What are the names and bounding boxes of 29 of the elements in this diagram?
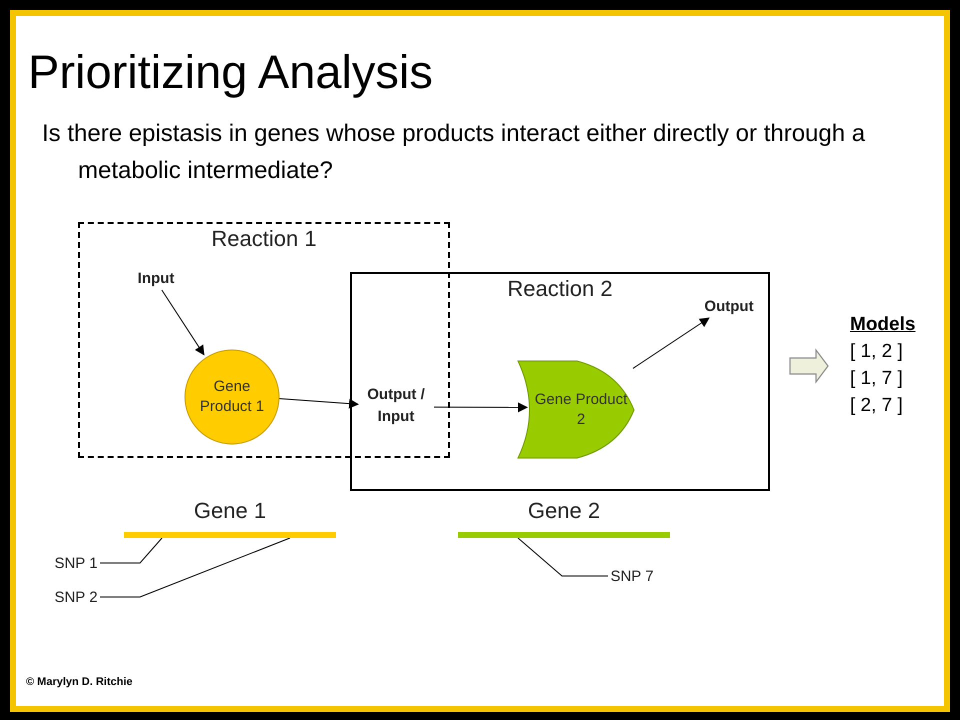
snp-label: SNP 2	[52, 587, 100, 607]
models-heading: Models	[850, 313, 916, 337]
reaction-box	[350, 272, 770, 491]
arrow	[277, 398, 359, 409]
output-label: Output	[692, 296, 766, 320]
slide-title: Prioritizing Analysis	[28, 44, 433, 99]
arrow	[632, 317, 710, 369]
block-arrow	[789, 348, 829, 384]
model-pair: [ 1, 2 ]	[850, 340, 903, 364]
model-pair: [ 1, 7 ]	[850, 367, 903, 391]
arrow	[434, 402, 528, 412]
input-label: Input	[128, 268, 184, 292]
gene-name: Gene 1	[192, 498, 268, 524]
snp-label: SNP 1	[52, 553, 100, 573]
question-text: Is there epistasis in genes whose products interact either directly or through a metabolic intermediate?	[42, 119, 866, 186]
gene-product-text: Gene Product 2	[534, 390, 628, 430]
model-pair: [ 2, 7 ]	[850, 394, 903, 418]
copyright-text: © Marylyn D. Ritchie	[26, 676, 133, 688]
snp-label: SNP 7	[608, 566, 656, 586]
arrow	[161, 290, 204, 356]
reaction-box	[78, 222, 450, 458]
output-input-label: Output / Input	[358, 384, 434, 430]
leader-line	[100, 538, 290, 598]
gene-name: Gene 2	[526, 498, 602, 524]
reaction-title: Reaction 2	[506, 276, 614, 302]
leader-line	[518, 538, 608, 576]
leader-line	[100, 538, 162, 564]
reaction-title: Reaction 1	[210, 226, 318, 252]
gene-product-text: Gene Product 1	[198, 377, 266, 417]
